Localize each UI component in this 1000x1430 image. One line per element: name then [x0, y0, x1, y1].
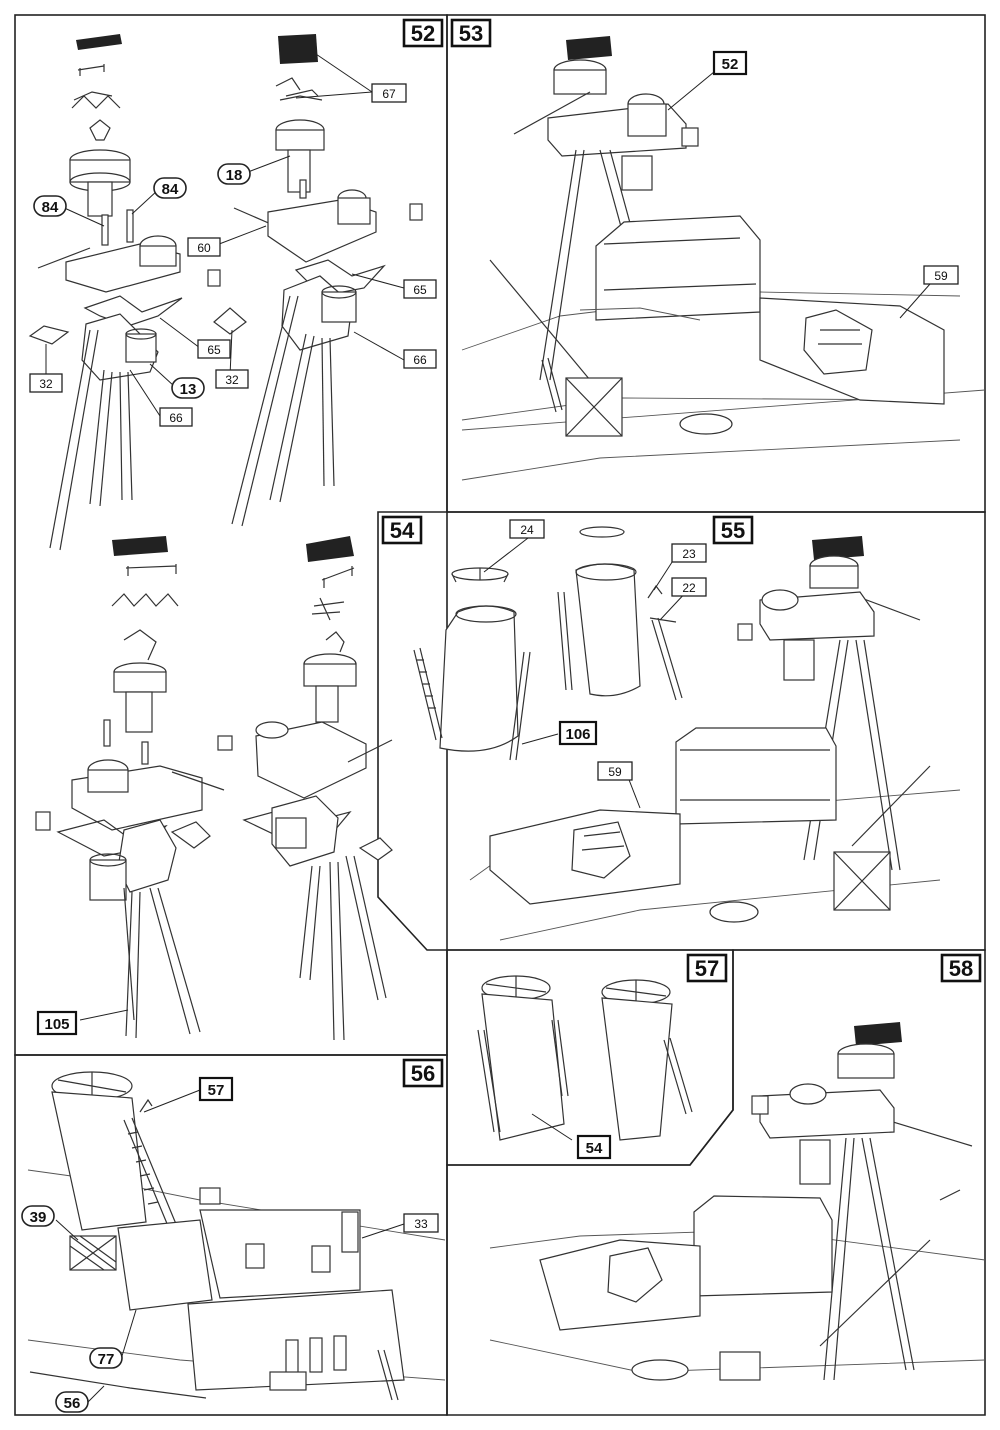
svg-text:59: 59 [608, 765, 622, 779]
svg-text:77: 77 [98, 1351, 115, 1368]
part-label-24: 24 [509, 519, 545, 539]
svg-text:65: 65 [413, 283, 427, 297]
step-ref-54: 54 [576, 1134, 612, 1160]
part-label-60: 60 [187, 237, 221, 257]
svg-text:66: 66 [169, 411, 183, 425]
svg-text:24: 24 [520, 523, 534, 537]
step-56-label: 56 [402, 1058, 444, 1088]
part-label-22: 22 [671, 577, 707, 597]
step-54-drawing [413, 526, 689, 761]
step-ref-57: 57 [198, 1076, 234, 1102]
svg-text:53: 53 [459, 21, 483, 46]
left-mast-platform [28, 235, 247, 345]
svg-text:57: 57 [208, 1082, 225, 1099]
right-tripod [231, 275, 357, 527]
step-57-label: 57 [686, 953, 728, 983]
part-label-65-left: 65 [197, 339, 231, 359]
step-53-label: 53 [450, 18, 492, 48]
panel-frames [14, 14, 986, 1416]
part-label-67: 67 [371, 83, 407, 103]
svg-text:39: 39 [30, 1209, 47, 1226]
svg-text:33: 33 [414, 1217, 428, 1231]
step-52-assembled [35, 536, 393, 1041]
svg-text:105: 105 [44, 1016, 69, 1033]
step-52-drawing [28, 34, 423, 551]
left-mast-top-parts [69, 34, 134, 246]
part-label-66-left: 66 [159, 407, 193, 427]
svg-text:54: 54 [586, 1140, 603, 1157]
part-label-84-right: 84 [153, 177, 187, 199]
svg-text:56: 56 [411, 1061, 435, 1086]
part-label-59-step55: 59 [597, 761, 633, 781]
part-label-39: 39 [21, 1205, 55, 1227]
svg-text:55: 55 [721, 518, 745, 543]
part-label-106: 106 [558, 720, 598, 746]
svg-text:13: 13 [180, 381, 197, 398]
svg-text:84: 84 [42, 199, 59, 216]
step-54-label: 54 [381, 515, 423, 545]
svg-text:65: 65 [207, 343, 221, 357]
svg-text:32: 32 [39, 377, 53, 391]
svg-text:106: 106 [565, 726, 590, 743]
svg-text:57: 57 [695, 956, 719, 981]
step-ref-52: 52 [712, 50, 748, 76]
part-label-13: 13 [171, 377, 205, 399]
step-55-drawing [469, 536, 961, 941]
svg-text:32: 32 [225, 373, 239, 387]
part-label-66-right: 66 [403, 349, 437, 369]
svg-text:23: 23 [682, 547, 696, 561]
svg-text:67: 67 [382, 87, 396, 101]
right-mast-platform [233, 189, 423, 297]
part-label-23: 23 [671, 543, 707, 563]
right-mast-top-parts [275, 34, 325, 199]
svg-text:84: 84 [162, 181, 179, 198]
part-label-18: 18 [217, 163, 251, 185]
step-58-drawing [489, 1022, 986, 1381]
step-52-label: 52 [402, 18, 444, 48]
part-label-59-step53: 59 [923, 265, 959, 285]
step-58-label: 58 [940, 953, 982, 983]
step-52-leaders [45, 49, 405, 417]
svg-text:22: 22 [682, 581, 696, 595]
svg-text:52: 52 [411, 21, 435, 46]
step-56-drawing [27, 1071, 446, 1403]
part-label-56: 56 [55, 1391, 89, 1413]
part-label-77: 77 [89, 1347, 123, 1369]
part-label-65-right: 65 [403, 279, 437, 299]
part-label-32-left: 32 [29, 373, 63, 393]
step-57-drawing [477, 975, 693, 1141]
svg-text:59: 59 [934, 269, 948, 283]
svg-text:58: 58 [949, 956, 973, 981]
svg-text:54: 54 [390, 518, 415, 543]
step-55-label: 55 [712, 515, 754, 545]
part-label-105: 105 [36, 1010, 78, 1036]
part-label-33: 33 [403, 1213, 439, 1233]
part-label-32-right: 32 [215, 369, 249, 389]
svg-text:60: 60 [197, 241, 211, 255]
left-tripod [49, 313, 159, 551]
svg-text:56: 56 [64, 1395, 81, 1412]
svg-text:66: 66 [413, 353, 427, 367]
svg-text:52: 52 [722, 56, 739, 73]
svg-text:18: 18 [226, 167, 243, 184]
part-label-84-left: 84 [33, 195, 67, 217]
step-53-drawing [461, 36, 986, 481]
